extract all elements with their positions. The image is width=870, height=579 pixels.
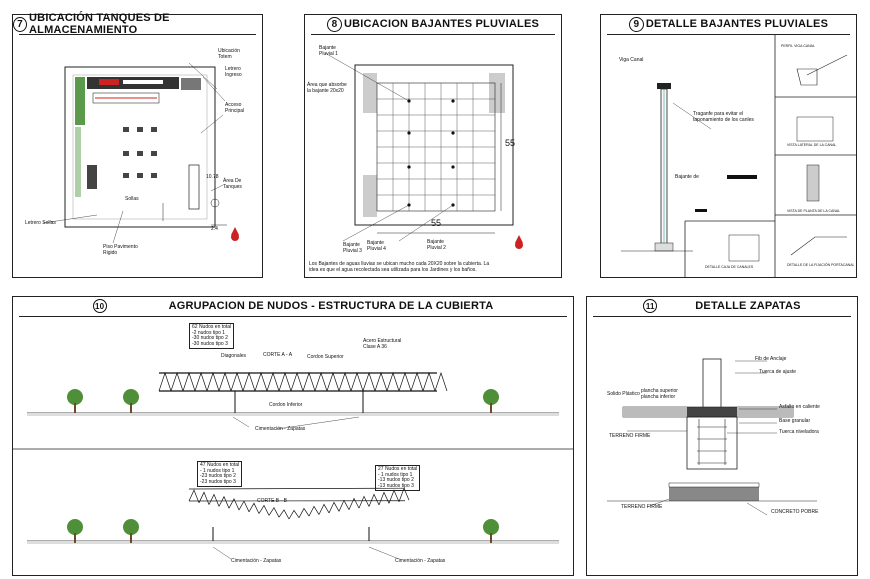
label-nudos-a: 62 Nudos en total -2 nudos tipo 1 -30 nu… bbox=[189, 323, 235, 349]
tree-icon bbox=[67, 519, 83, 535]
tree-trunk bbox=[130, 403, 132, 413]
label-fib-anclaje: Fib de Anclaje bbox=[755, 356, 787, 362]
dimension-10-78: 10.78 bbox=[206, 174, 219, 180]
dimension-2-4: 2.4 bbox=[211, 226, 218, 232]
label-tuerca-ajuste: Tuerca de ajuste bbox=[759, 369, 797, 375]
label-cimentacion-b2: Cimentación - Zapatas bbox=[395, 558, 446, 564]
dimension-horizontal: 55 bbox=[431, 218, 442, 228]
panel-number: 8 bbox=[326, 16, 342, 32]
label-acero: Acero Estructural Clase A 36 bbox=[363, 338, 402, 350]
label-terreno-firme-1: TERRENO FIRME bbox=[609, 433, 651, 439]
tree-trunk bbox=[130, 533, 132, 543]
label-plancha: plancha superior plancha inferior bbox=[641, 388, 678, 400]
label-terreno-firme-2: TERRENO FIRME bbox=[621, 504, 663, 510]
tree-trunk bbox=[490, 533, 492, 543]
truss-sections-drawing bbox=[13, 371, 573, 560]
panel-title: UBICACIÓN TANQUES DE ALMACENAMIENTO bbox=[29, 12, 170, 36]
label-letrero-sollas: Letrero Sollas bbox=[25, 220, 56, 226]
label-nudos-b1: 47 Nudos en total - 1 nudos tipo 1 -23 n… bbox=[197, 461, 243, 487]
label-solido-plastico: Solido Plástico bbox=[607, 391, 640, 397]
label-bajante-2: Bajante Pluvial 2 bbox=[427, 239, 446, 251]
label-cordon-superior: Cordon Superior bbox=[307, 354, 344, 360]
panel-number: 11 bbox=[643, 299, 658, 313]
panel-number: 9 bbox=[628, 16, 644, 32]
panel-title: DETALLE BAJANTES PLUVIALES bbox=[645, 18, 829, 30]
panel-title: UBICACION BAJANTES PLUVIALES bbox=[343, 18, 540, 30]
label-bajante-4: Bajante Pluvial 4 bbox=[367, 240, 386, 252]
panel-number: 7 bbox=[13, 16, 28, 32]
label-bajante-de: Bajante de bbox=[675, 174, 699, 180]
site-plan-drawing bbox=[42, 62, 239, 244]
label-perfil-viga: PERFIL VIGA CANAL bbox=[781, 44, 815, 48]
tree-icon bbox=[483, 389, 499, 405]
downpipe-detail-drawing bbox=[621, 35, 856, 277]
label-vista-lateral: VISTA LATERAL DE LA CANAL bbox=[787, 143, 837, 147]
label-asfalto: Asfalto en caliente bbox=[779, 404, 820, 410]
label-corte-b: CORTE B - B bbox=[257, 498, 287, 504]
tree-trunk bbox=[74, 533, 76, 543]
tree-icon bbox=[483, 519, 499, 535]
label-detalle-caja: DETALLE CAJA DE CANALES bbox=[705, 265, 754, 269]
label-cimentacion-b1: Cimentación - Zapatas bbox=[231, 558, 282, 564]
tree-trunk bbox=[74, 403, 76, 413]
label-concreto-pobre: CONCRETO POBRE bbox=[771, 509, 819, 515]
footing-detail-drawing bbox=[607, 358, 817, 516]
tree-icon bbox=[67, 389, 83, 405]
label-tuerca-niveladora: Tuerca niveladora bbox=[779, 429, 819, 435]
label-vista-planta: VISTA DE PLANTA DE LA CANAL bbox=[787, 209, 841, 213]
panel-agrupacion-nudos: 10 AGRUPACION DE NUDOS - ESTRUCTURA DE LA… bbox=[12, 296, 574, 576]
label-corte-a: CORTE A - A bbox=[263, 352, 293, 358]
label-letrero-ingreso: Letrero Ingreso bbox=[225, 66, 242, 78]
label-area-tanques: Área De Tanques bbox=[223, 178, 242, 190]
panel-number: 10 bbox=[92, 299, 107, 313]
label-piso-pavimento: Piso Pavimento Rigido bbox=[103, 244, 138, 256]
label-acceso-principal: Acceso Principal bbox=[225, 102, 245, 114]
roof-plan-drawing bbox=[324, 52, 523, 249]
label-cordon-inferior: Cordon Inferior bbox=[269, 402, 303, 408]
panel-title: AGRUPACION DE NUDOS - ESTRUCTURA DE LA C… bbox=[168, 300, 494, 312]
note-bajantes: Los Bajantes de aguas lluvias se ubican … bbox=[309, 261, 490, 273]
panel-title: DETALLE ZAPATAS bbox=[695, 300, 801, 312]
label-bajante-3: Bajante Pluvial 3 bbox=[343, 242, 362, 254]
label-traganfe: Traganfe para evitar el taponamiento de … bbox=[693, 111, 754, 123]
tree-icon bbox=[123, 519, 139, 535]
dimension-vertical: 55 bbox=[505, 138, 516, 148]
label-cimentacion-a: Cimentación - Zapatas bbox=[255, 426, 306, 432]
label-diagonales: Diagonales bbox=[221, 353, 247, 359]
label-totem: Ubicación Totem bbox=[218, 48, 240, 60]
label-detalle-fijacion: DETALLE DE LA FIJACIÓN PORTACANAL bbox=[787, 263, 855, 267]
label-viga-canal: Viga Canal bbox=[619, 57, 644, 63]
label-bajante-1: Bajante Pluvial 1 bbox=[319, 45, 338, 57]
label-sollas: Sollas bbox=[125, 196, 139, 202]
tree-trunk bbox=[490, 403, 492, 413]
tree-icon bbox=[123, 389, 139, 405]
label-base-granular: Base granular bbox=[779, 418, 811, 424]
label-area-absorbe: Área que absorbe la bajante 20x20 bbox=[307, 82, 347, 94]
label-nudos-b2: 27 Nudos en total - 1 nudos tipo 1 -13 n… bbox=[375, 465, 421, 491]
panel-detalle-zapatas: 11 DETALLE ZAPATAS Fib de Anclaje Tuerca … bbox=[586, 296, 858, 576]
